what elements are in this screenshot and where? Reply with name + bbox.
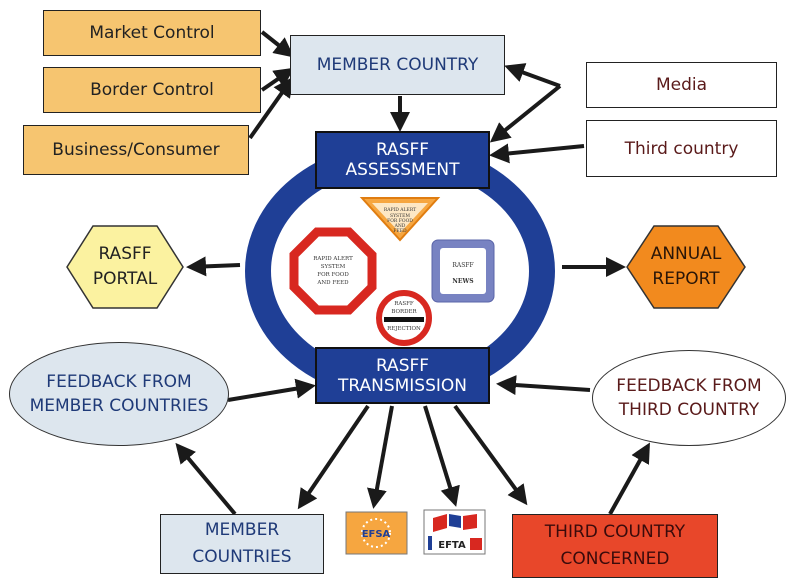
arrow-market-to-member xyxy=(260,30,295,58)
efta-logo-text: EFTA xyxy=(438,540,466,551)
transmission-line2: TRANSMISSION xyxy=(337,375,468,396)
border-logo-text-2: BORDER xyxy=(391,309,417,315)
efsa-logo xyxy=(345,511,408,555)
triangle-text-1: RAPID ALERT xyxy=(384,207,416,213)
arrow-media-to-member xyxy=(504,63,561,88)
assessment-line1: RASFF xyxy=(375,140,430,160)
border-logo-text-1: RASFF xyxy=(394,301,414,307)
portal-line2: PORTAL xyxy=(92,269,158,289)
triangle-text-3: FOR FOOD xyxy=(387,218,413,224)
assessment-line2: ASSESSMENT xyxy=(345,160,460,180)
third-country-concerned-box: THIRD COUNTRY CONCERNED xyxy=(512,514,718,578)
report-line2: REPORT xyxy=(652,269,720,289)
report-hexagon xyxy=(626,225,746,309)
arrow-to-third-country-concerned xyxy=(453,404,528,506)
news-logo-sub: NEWS xyxy=(452,278,473,285)
member-country-box: MEMBER COUNTRY xyxy=(290,35,505,95)
efta-logo xyxy=(423,509,486,555)
arrow-feedback-member xyxy=(227,378,316,402)
arrow-to-portal xyxy=(186,256,241,277)
border-logo-text-3: REJECTION xyxy=(387,326,421,332)
arrow-member-countries-to-feedback xyxy=(175,442,237,516)
border-rejection-logo xyxy=(376,290,432,346)
rasff-transmission-box: RASFF TRANSMISSION xyxy=(315,347,490,404)
transmission-line1: RASFF xyxy=(375,355,430,376)
octagon-text-3: FOR FOOD xyxy=(317,272,349,278)
feedback-third-line2: THIRD COUNTRY xyxy=(618,400,760,420)
arrow-to-efsa xyxy=(367,405,394,509)
member-countries-box: MEMBER COUNTRIES xyxy=(160,514,324,574)
arrow-to-efta xyxy=(423,405,460,507)
member-countries-line1: MEMBER xyxy=(204,520,280,540)
third-concerned-line1: THIRD COUNTRY xyxy=(544,522,686,542)
triangle-text-2: SYSTEM xyxy=(390,213,410,219)
news-logo-title: RASFF xyxy=(452,262,473,269)
arrow-media-to-assessment xyxy=(489,84,562,143)
portal-line1: RASFF xyxy=(98,244,152,264)
octagon-text-4: AND FEED xyxy=(316,280,349,286)
report-line1: ANNUAL xyxy=(650,244,722,264)
business-consumer-label: Business/Consumer xyxy=(52,140,220,160)
rasff-assessment-box: RASFF ASSESSMENT xyxy=(315,131,490,189)
rasff-portal-label: RASFF PORTAL xyxy=(67,226,183,308)
triangle-text-4: AND xyxy=(394,223,406,229)
feedback-member-line1: FEEDBACK FROM xyxy=(46,372,192,392)
feedback-member-countries-ellipse: FEEDBACK FROM MEMBER COUNTRIES xyxy=(9,342,229,446)
rapid-alert-triangle-logo xyxy=(359,197,441,242)
member-countries-line2: COUNTRIES xyxy=(192,547,292,567)
rapid-alert-octagon-logo xyxy=(289,227,377,315)
portal-hexagon xyxy=(66,225,184,309)
arrow-third-to-assessment xyxy=(489,143,585,164)
third-country-label: Third country xyxy=(624,138,739,159)
arrow-to-member-countries xyxy=(297,404,370,510)
octagon-text-1: RAPID ALERT xyxy=(313,256,353,262)
border-control-label: Border Control xyxy=(90,80,214,100)
octagon-text-2: SYSTEM xyxy=(321,264,346,270)
arrow-third-concerned-to-feedback xyxy=(608,442,650,515)
business-consumer-box: Business/Consumer xyxy=(23,125,249,175)
arrow-feedback-third xyxy=(496,375,591,396)
market-control-box: Market Control xyxy=(43,10,261,56)
third-country-box: Third country xyxy=(586,120,777,177)
feedback-third-country-ellipse: FEEDBACK FROM THIRD COUNTRY xyxy=(592,350,786,446)
market-control-label: Market Control xyxy=(89,23,215,43)
media-box: Media xyxy=(586,62,777,108)
border-control-box: Border Control xyxy=(43,67,261,113)
member-country-label: MEMBER COUNTRY xyxy=(316,55,479,75)
third-concerned-line2: CONCERNED xyxy=(560,549,670,569)
annual-report-label: ANNUAL REPORT xyxy=(627,226,745,308)
feedback-third-line1: FEEDBACK FROM xyxy=(616,376,762,396)
triangle-text-5: FEED xyxy=(393,228,407,234)
efsa-logo-text: EFSA xyxy=(362,529,391,540)
feedback-member-line2: MEMBER COUNTRIES xyxy=(29,396,209,416)
media-label: Media xyxy=(655,75,708,95)
rasff-news-logo xyxy=(431,239,495,303)
arrow-business-to-member xyxy=(248,76,294,140)
